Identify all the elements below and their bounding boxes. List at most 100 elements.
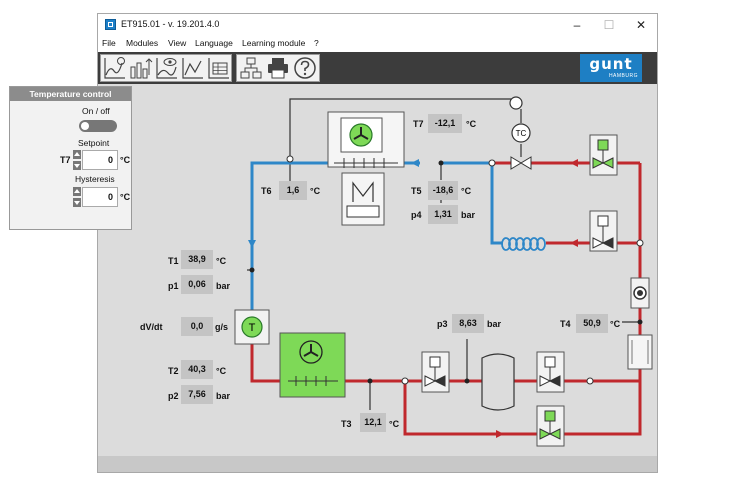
- tc-label: TC: [516, 129, 527, 138]
- t6-reading-unit: °C: [310, 186, 321, 196]
- print-icon[interactable]: [265, 55, 291, 81]
- process-chart-icon[interactable]: [180, 55, 206, 81]
- fan-blades: [353, 127, 369, 140]
- p1-reading-unit: bar: [216, 281, 231, 291]
- condenser-fan-icon[interactable]: [299, 340, 323, 364]
- hysteresis-up-arrow-icon[interactable]: [73, 187, 81, 196]
- t3-reading-label: T3: [341, 419, 352, 429]
- t4-reading-value: 50,9: [576, 314, 608, 333]
- solenoid-valve-bottom-left[interactable]: [421, 351, 450, 393]
- flow-arrow-down: [248, 240, 256, 248]
- t1-reading-unit: °C: [216, 256, 227, 266]
- capillary-coil-icon: [501, 237, 546, 251]
- t1-reading-value: 38,9: [181, 250, 213, 269]
- flow-arrow-hot-1: [570, 159, 578, 167]
- evaporator-coil: [334, 158, 398, 168]
- network-icon[interactable]: [238, 55, 264, 81]
- sight-glass-icon: [630, 277, 650, 309]
- time-chart-icon[interactable]: [102, 55, 128, 81]
- window-title: ET915.01 - v. 19.201.4.0: [121, 19, 220, 29]
- t2-reading-label: T2: [168, 366, 179, 376]
- t7-label: T7: [60, 155, 71, 165]
- flow-arrow-cold: [411, 159, 419, 167]
- hysteresis-field[interactable]: 0: [82, 187, 118, 207]
- p3-reading-value: 8,63: [452, 314, 484, 333]
- condenser-coil: [288, 376, 338, 386]
- app-icon: [105, 19, 116, 30]
- flowmeter-sensor-icon: [241, 316, 263, 338]
- sensor-points: [249, 160, 643, 384]
- tc-bulb: [509, 96, 523, 110]
- condenser-box: [279, 332, 346, 398]
- expansion-valve-icon[interactable]: [510, 156, 532, 170]
- bar-chart-icon[interactable]: [128, 55, 154, 81]
- onoff-toggle[interactable]: [79, 120, 117, 132]
- status-bar: [98, 456, 657, 472]
- gunt-logo: gunt HAMBURG: [580, 54, 642, 82]
- t1-reading-label: T1: [168, 256, 179, 266]
- t7-reading-unit: °C: [466, 119, 477, 129]
- solenoid-valve-bottom-right[interactable]: [536, 351, 565, 393]
- flowrate-reading-value: 0,0: [181, 317, 213, 336]
- observe-chart-icon[interactable]: [154, 55, 180, 81]
- flowrate-reading-unit: g/s: [215, 322, 229, 332]
- p4-reading-label: p4: [411, 210, 422, 220]
- t5-reading-unit: °C: [461, 186, 472, 196]
- junction-points: [286, 155, 644, 385]
- t7-reading-value: -12,1: [428, 114, 462, 133]
- close-button[interactable]: ✕: [635, 18, 647, 32]
- maximize-button[interactable]: ☐: [603, 18, 615, 32]
- setpoint-field[interactable]: 0: [82, 150, 118, 170]
- solenoid-valve-top[interactable]: [589, 134, 618, 176]
- hysteresis-down-arrow-icon[interactable]: [73, 198, 81, 207]
- receiver-tank-icon: [481, 353, 515, 411]
- toolbar: gunt HAMBURG: [98, 52, 657, 84]
- hysteresis-stepper[interactable]: [73, 187, 81, 207]
- menu-learning-module[interactable]: Learning module: [242, 38, 306, 48]
- temperature-control-panel: Temperature control On / off Setpoint T7…: [9, 86, 132, 230]
- setpoint-down-arrow-icon[interactable]: [73, 161, 81, 170]
- menu-language[interactable]: Language: [195, 38, 233, 48]
- t5-reading-value: -18,6: [428, 181, 458, 200]
- table-chart-icon[interactable]: [206, 55, 232, 81]
- p1-reading-label: p1: [168, 281, 179, 291]
- menu-modules[interactable]: Modules: [126, 38, 159, 48]
- p2-reading-value: 7,56: [181, 385, 213, 404]
- p2-reading-unit: bar: [216, 391, 231, 401]
- onoff-label: On / off: [82, 106, 110, 116]
- t5-reading-label: T5: [411, 186, 422, 196]
- p4-reading-unit: bar: [461, 210, 476, 220]
- logo-subtext: HAMBURG: [608, 73, 638, 79]
- help-icon[interactable]: [292, 55, 318, 81]
- logo-text: gunt: [589, 55, 633, 73]
- title-bar: ET915.01 - v. 19.201.4.0 – ☐ ✕: [98, 14, 657, 36]
- setpoint-stepper[interactable]: [73, 150, 81, 170]
- t2-reading-unit: °C: [216, 366, 227, 376]
- solenoid-valve-bypass[interactable]: [536, 405, 565, 447]
- flow-arrow-hot-3: [496, 430, 504, 438]
- solenoid-valve-middle[interactable]: [589, 210, 618, 252]
- setpoint-up-arrow-icon[interactable]: [73, 150, 81, 159]
- t3-reading-unit: °C: [389, 419, 400, 429]
- p3-reading-label: p3: [437, 319, 448, 329]
- menu-bar: File Modules View Language Learning modu…: [98, 37, 657, 51]
- flowrate-reading-label: dV/dt: [140, 322, 163, 332]
- t4-reading-label: T4: [560, 319, 571, 329]
- hysteresis-unit: °C: [120, 192, 131, 202]
- p3-reading-unit: bar: [487, 319, 502, 329]
- t4-reading-unit: °C: [610, 319, 621, 329]
- chart-tools-group: [100, 54, 232, 82]
- t7-reading-label: T7: [413, 119, 424, 129]
- flowmeter-label: T: [249, 322, 256, 334]
- minimize-button[interactable]: –: [573, 18, 581, 32]
- t6-reading-value: 1,6: [279, 181, 307, 200]
- menu-view[interactable]: View: [168, 38, 187, 48]
- p1-reading-value: 0,06: [181, 275, 213, 294]
- menu-help[interactable]: ?: [314, 38, 319, 48]
- p2-reading-label: p2: [168, 391, 179, 401]
- heater-base: [346, 205, 380, 218]
- setpoint-unit: °C: [120, 155, 131, 165]
- menu-file[interactable]: File: [102, 38, 116, 48]
- t6-reading-label: T6: [261, 186, 272, 196]
